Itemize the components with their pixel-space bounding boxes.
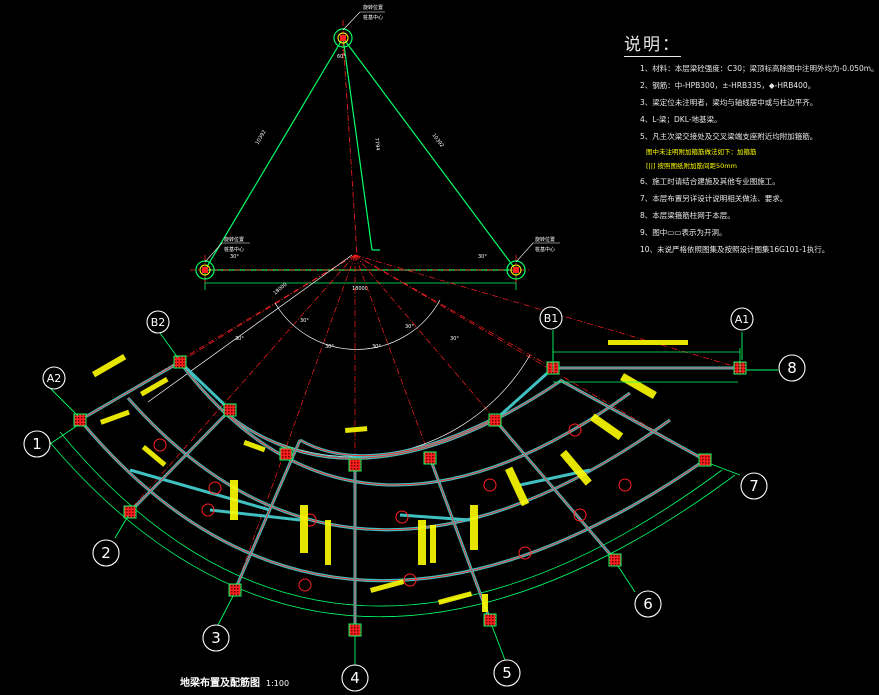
note-item-7: 7、本层布置另详设计说明相关做法、要求。 <box>640 194 788 203</box>
pile-right <box>506 260 526 280</box>
note-item-5: 5、凡主次梁交接处及交叉梁端支座附近均附加箍筋。 <box>640 132 818 141</box>
outer-dimension-arc <box>47 431 736 618</box>
drawing-title: 地梁布置及配筋图 1:100 <box>180 674 289 689</box>
curved-beams <box>78 364 706 583</box>
right-angle-label: 30° <box>478 254 487 260</box>
fan-angle-3: 30° <box>372 344 381 350</box>
grid-label-A2: A2 <box>47 372 62 385</box>
notes-title: 说明： <box>624 30 681 57</box>
base-dimension: 18000 <box>352 286 368 292</box>
pile-triangle <box>204 37 517 290</box>
radial-beam-axes <box>79 361 740 630</box>
columns <box>73 355 747 637</box>
note-subnote-a: 图中未注明附加箍筋做法如下：加箍筋 <box>646 148 757 156</box>
top-angle-label: 60° <box>337 54 346 60</box>
grid-label-2: 2 <box>101 544 111 562</box>
fan-angle-5: 30° <box>235 336 244 342</box>
right-side-dimension: 10392 <box>430 133 444 149</box>
grid-label-5: 5 <box>502 664 512 682</box>
grid-label-B1: B1 <box>544 312 559 325</box>
triangle-axes <box>190 20 530 285</box>
left-side-dimension: 10392 <box>255 129 268 146</box>
grid-bubbles <box>23 306 806 692</box>
pile-top <box>333 28 353 48</box>
left-angle-label: 30° <box>230 254 239 260</box>
left-pile-label-1: 旋转位置 <box>224 236 244 243</box>
note-item-8: 8、本层梁箍筋柱网于本层。 <box>640 211 735 220</box>
note-item-9: 9、图中▭▭表示为开洞。 <box>640 228 727 237</box>
design-notes: 说明： 1、材料：本层梁砼强度：C30；梁顶标高除图中注明外均为-0.050m。… <box>612 30 879 255</box>
drawing-title-text: 地梁布置及配筋图 <box>180 678 260 689</box>
radial-beams <box>79 360 740 630</box>
grid-label-1: 1 <box>32 435 42 453</box>
right-pile-label-2: 桩基中心 <box>535 246 555 253</box>
column-circles <box>153 423 632 592</box>
fan-angle-2: 30° <box>325 344 334 350</box>
grid-label-8: 8 <box>787 359 797 377</box>
grid-label-6: 6 <box>643 595 653 613</box>
fan-angle-4: 30° <box>405 324 414 330</box>
grid-label-B2: B2 <box>151 316 166 329</box>
triangle-leaders <box>204 11 560 263</box>
dimension-ticks <box>552 348 741 383</box>
grid-bubble-lines <box>49 330 778 665</box>
note-item-10: 10、未说严格依照图集及按照设计图集16G101-1执行。 <box>640 245 830 254</box>
fan-angle-6: 30° <box>450 336 459 342</box>
note-item-2: 2、钢筋：中-HPB300，±-HRB335，◆-HRB400。 <box>640 81 816 90</box>
left-pile-label-2: 桩基中心 <box>224 246 244 253</box>
curved-beam-axes <box>79 364 706 582</box>
note-item-1: 1、材料：本层梁砼强度：C30；梁顶标高除图中注明外均为-0.050m。 <box>640 64 879 73</box>
pile-left <box>195 260 215 280</box>
grid-label-4: 4 <box>350 669 360 687</box>
top-pile-label-2: 桩基中心 <box>363 14 383 21</box>
height-dimension: 7794 <box>373 138 381 151</box>
top-pile-label-1: 旋转位置 <box>363 4 383 11</box>
grid-label-A1: A1 <box>735 313 750 326</box>
fan-radius-dimension: 18000 <box>272 282 288 297</box>
right-pile-label-1: 旋转位置 <box>535 236 555 243</box>
drawing-scale: 1:100 <box>266 679 290 688</box>
grid-label-7: 7 <box>749 477 759 495</box>
grid-label-3: 3 <box>211 629 221 647</box>
note-item-3: 3、梁定位未注明者，梁均与轴线居中或与柱边平齐。 <box>640 98 818 107</box>
beam-annotations <box>92 340 688 612</box>
note-item-6: 6、施工时请结合建施及其他专业图施工。 <box>640 177 780 186</box>
note-subnote-b: [||] 按照图纸附加筋间距50mm <box>646 162 737 170</box>
fan-angle-1: 30° <box>300 318 309 324</box>
note-item-4: 4、L-梁；DKL-地基梁。 <box>640 115 722 124</box>
cad-drawing-canvas: 旋转位置 桩基中心 旋转位置 桩基中心 旋转位置 桩基中心 60° 30° 30… <box>23 4 806 692</box>
